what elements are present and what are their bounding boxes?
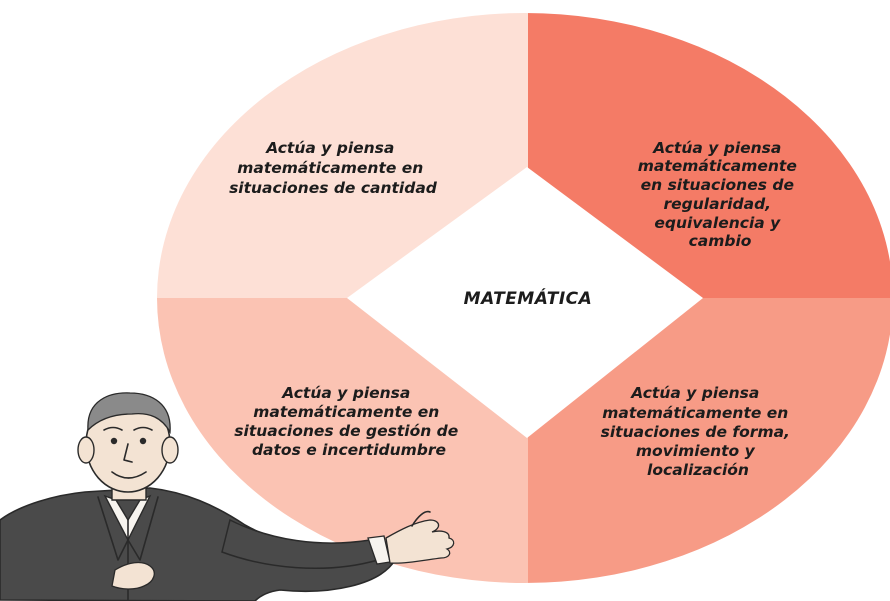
quadrant-label-cantidad: Actúa y piensa matemáticamente en situac… (229, 139, 438, 197)
quadrant-label-regularidad: Actúa y piensa matemáticamente en situac… (638, 139, 803, 250)
left-hand (111, 561, 155, 590)
hair (87, 392, 171, 435)
center-label: MATEMÁTICA (464, 287, 593, 309)
teacher-illustration-icon (0, 392, 455, 601)
right-ear (161, 436, 179, 464)
open-hand (385, 519, 455, 564)
quadrant-label-gestion-datos: Actúa y piensa matemáticamente en situac… (234, 384, 463, 459)
quadrant-label-forma-movimiento: Actúa y piensa matemáticamente en situac… (601, 384, 796, 479)
left-ear (77, 436, 95, 464)
center-diamond (347, 167, 703, 438)
